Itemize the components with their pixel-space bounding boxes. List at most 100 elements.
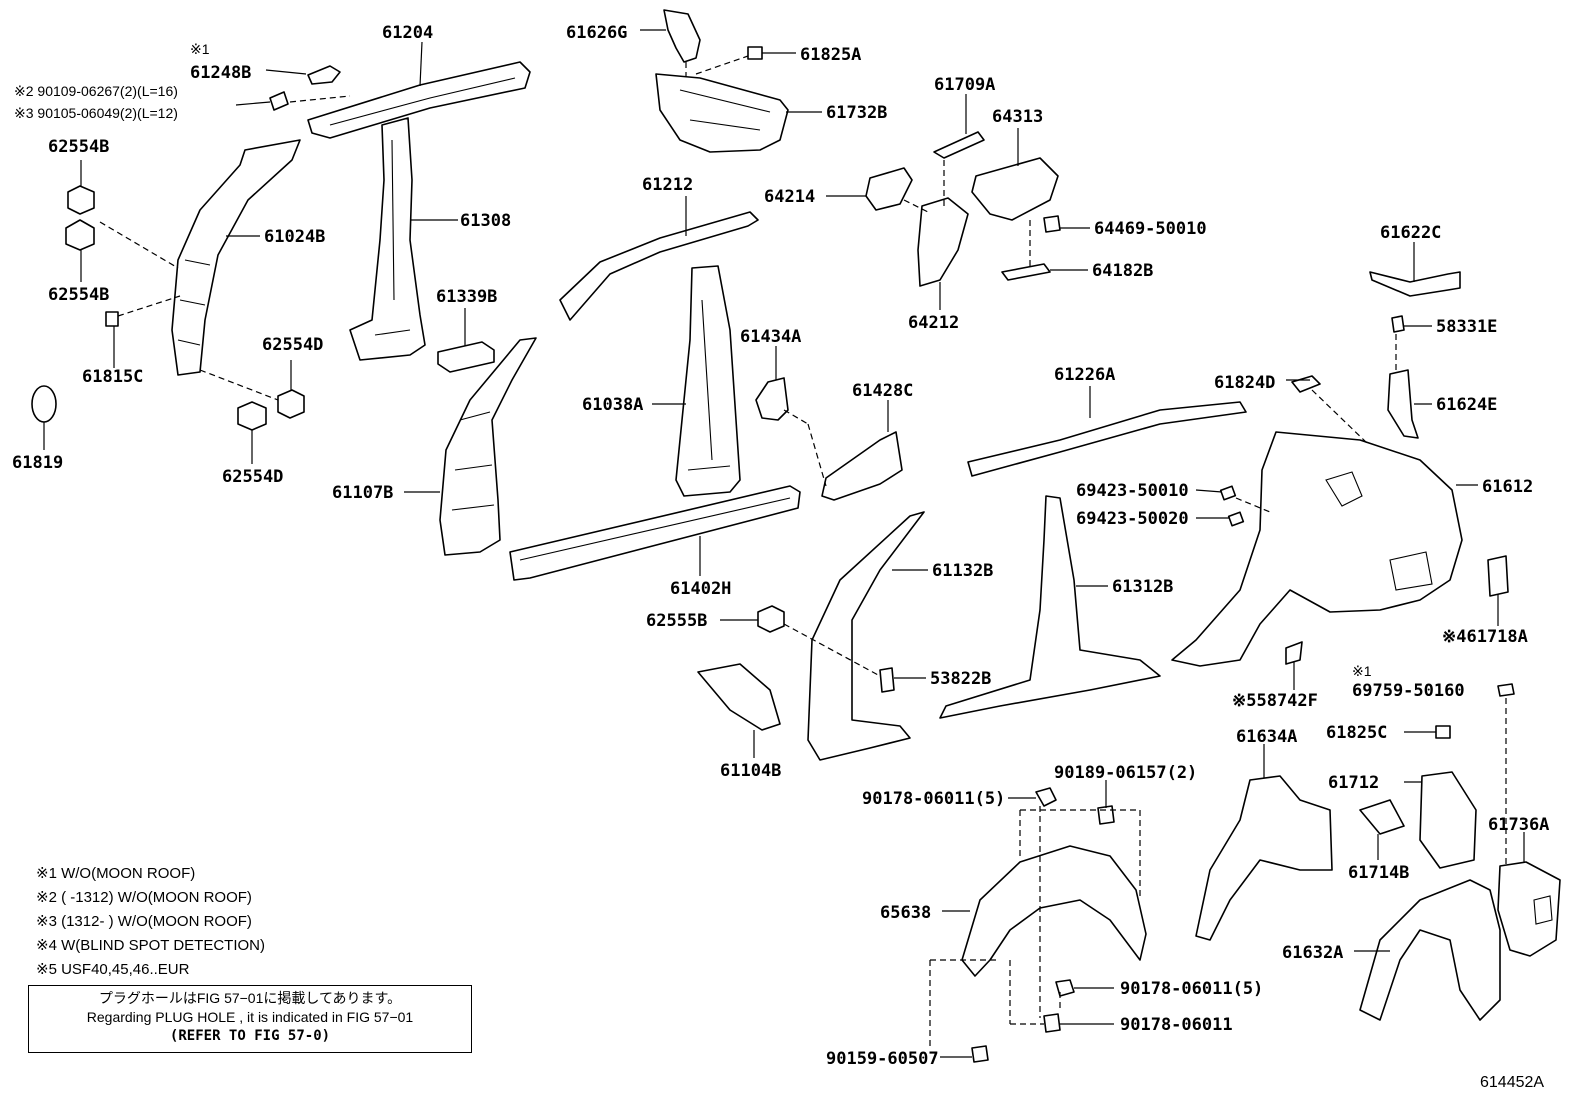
part-61736A-extension (1497, 861, 1561, 957)
part-61819-plug (31, 385, 57, 423)
part-61212-roof-rail (559, 211, 759, 321)
part-61428C-extension (821, 431, 903, 501)
part-61308-center-pillar (349, 117, 426, 361)
part-61622C-bracket (1369, 271, 1461, 297)
note-english: Regarding PLUG HOLE , it is indicated in… (86, 1009, 414, 1025)
part-61815C-pad (105, 311, 119, 327)
part-61612-quarter-panel (1171, 431, 1463, 667)
nut-icon (1043, 1013, 1061, 1033)
label-69759-50160: 69759-50160 (1352, 681, 1465, 701)
assembly-dashed-lines (99, 55, 1507, 1050)
label-61632A: 61632A (1282, 943, 1343, 963)
label-marker-1: ※1 (190, 41, 210, 57)
part-64212-bracket (917, 197, 969, 287)
label-64313: 64313 (992, 107, 1043, 127)
label-61709A: 61709A (934, 75, 995, 95)
part-61718A-bracket (1487, 555, 1509, 597)
footnote-1: ※1 W/O(MOON ROOF) (36, 865, 196, 882)
clip-icon (1043, 215, 1061, 233)
note-reference: (REFER TO FIG 57-0) (169, 1028, 331, 1044)
part-61104B-extension (697, 663, 781, 731)
figure-number: 614452A (1480, 1074, 1545, 1091)
bolt-icon (269, 91, 289, 111)
label-62554B-top: 62554B (48, 137, 109, 157)
part-61038A-center-pillar (675, 265, 741, 497)
label-90109-06267: ※2 90109-06267(2)(L=16) (14, 83, 178, 99)
part-61204-roof-side-rail (307, 61, 531, 139)
label-64182B: 64182B (1092, 261, 1153, 281)
nut-icon (1035, 787, 1057, 807)
part-61107B-pillar (439, 337, 537, 556)
part-61226A-roof-rail (967, 401, 1247, 477)
part-64214-bracket (865, 167, 913, 211)
part-61712-panel (1419, 771, 1477, 869)
part-62554D-block-1 (277, 389, 305, 419)
label-64214: 64214 (764, 187, 815, 207)
label-61024B: 61024B (264, 227, 325, 247)
label-62554D-top: 62554D (262, 335, 323, 355)
label-marker-69759: ※1 (1352, 663, 1372, 679)
clip-icon (879, 667, 895, 693)
clip-icon (1391, 315, 1405, 333)
part-58742F-pad (1285, 641, 1303, 665)
part-61632A-wheelhouse (1359, 879, 1501, 1021)
part-61709A-bracket (933, 131, 985, 159)
label-64212: 64212 (908, 313, 959, 333)
label-64469-50010: 64469-50010 (1094, 219, 1207, 239)
part-labels: 61204 ※1 61248B ※2 90109-06267(2)(L=16) … (12, 23, 1549, 1069)
part-61132B-pillar (807, 511, 925, 761)
part-61825C-pad (1435, 725, 1451, 739)
part-61714B-bracket (1359, 799, 1405, 835)
label-58331E: 58331E (1436, 317, 1497, 337)
label-61732B: 61732B (826, 103, 887, 123)
part-61626G-bracket (663, 9, 701, 63)
label-61622C: 61622C (1380, 223, 1441, 243)
label-61626G: 61626G (566, 23, 627, 43)
label-53822B: 53822B (930, 669, 991, 689)
part-61634A-wheelhouse (1195, 775, 1333, 941)
plug-hole-note-box: プラグホールはFIG 57−01に掲載してあります。 Regarding PLU… (28, 985, 472, 1053)
part-61824D-cap (1291, 375, 1321, 393)
label-61204: 61204 (382, 23, 433, 43)
nut-icon (1055, 979, 1075, 997)
clip-icon (1097, 805, 1115, 825)
part-61339B-block (437, 341, 495, 373)
label-61104B: 61104B (720, 761, 781, 781)
label-61819: 61819 (12, 453, 63, 473)
label-61107B: 61107B (332, 483, 393, 503)
label-90159-60507: 90159-60507 (826, 1049, 939, 1069)
label-61712: 61712 (1328, 773, 1379, 793)
footnote-5: ※5 USF40,45,46..EUR (36, 961, 190, 978)
part-62554B-block-1 (67, 185, 95, 215)
label-69423-50020: 69423-50020 (1076, 509, 1189, 529)
part-64313-panel (971, 157, 1059, 221)
label-90189-06157: 90189-06157(2) (1054, 763, 1197, 783)
footnote-2: ※2 ( -1312) W/O(MOON ROOF) (36, 889, 252, 906)
part-61434A-bracket (755, 377, 789, 421)
part-69423-50020-pad (1227, 511, 1245, 527)
part-61312B-center-pillar (939, 495, 1161, 719)
label-61825A: 61825A (800, 45, 861, 65)
label-61312B: 61312B (1112, 577, 1173, 597)
label-61718A: ※461718A (1442, 627, 1528, 647)
part-65638-liner (961, 845, 1147, 977)
label-61226A: 61226A (1054, 365, 1115, 385)
part-61402H-rocker (509, 485, 801, 581)
part-61732B-panel (655, 73, 789, 153)
part-62555B-block (757, 605, 785, 633)
label-61624E: 61624E (1436, 395, 1497, 415)
label-90178-06011-mid: 90178-06011(5) (1120, 979, 1263, 999)
label-61824D: 61824D (1214, 373, 1275, 393)
label-61736A: 61736A (1488, 815, 1549, 835)
label-58742F: ※558742F (1232, 691, 1318, 711)
label-61038A: 61038A (582, 395, 643, 415)
label-61714B: 61714B (1348, 863, 1409, 883)
footnote-3: ※3 (1312- ) W/O(MOON ROOF) (36, 913, 252, 930)
label-62554D-bottom: 62554D (222, 467, 283, 487)
part-61248B-bracket (307, 65, 341, 85)
bolt-icon (971, 1045, 989, 1063)
label-61248B: 61248B (190, 63, 251, 83)
leader-lines (43, 29, 1525, 1058)
label-61132B: 61132B (932, 561, 993, 581)
label-65638: 65638 (880, 903, 931, 923)
